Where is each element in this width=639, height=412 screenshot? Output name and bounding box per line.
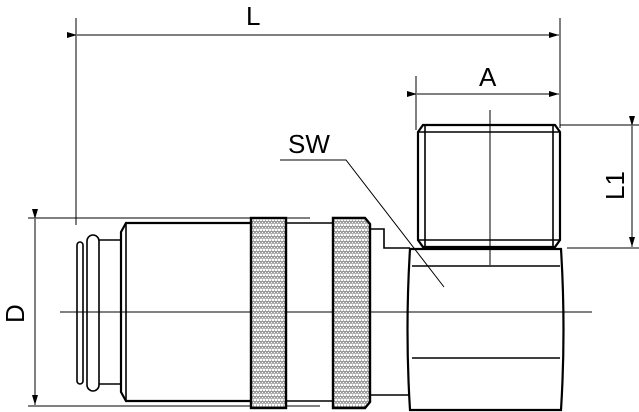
step-connector bbox=[370, 228, 410, 396]
label-L: L bbox=[246, 1, 260, 31]
o-ring bbox=[86, 234, 100, 392]
leader-line-SW bbox=[280, 159, 445, 288]
knurl-area-1 bbox=[249, 216, 288, 410]
male-thread bbox=[416, 123, 562, 249]
hex-outline bbox=[406, 247, 565, 412]
knurl-area-2 bbox=[331, 216, 372, 410]
label-A: A bbox=[479, 62, 497, 92]
label-L1: L1 bbox=[600, 171, 630, 200]
knurled-sleeve-2 bbox=[331, 216, 372, 410]
hex-elbow bbox=[406, 247, 565, 412]
step-top bbox=[370, 228, 410, 249]
dimension-SW: SW bbox=[280, 129, 445, 288]
thread-outline bbox=[416, 123, 562, 249]
label-SW: SW bbox=[288, 129, 330, 159]
plug-nose bbox=[76, 234, 121, 392]
dimension-A: A bbox=[407, 62, 559, 130]
knurled-sleeve-1 bbox=[249, 216, 288, 410]
label-D: D bbox=[0, 304, 30, 323]
dimension-L1: L1 bbox=[560, 116, 639, 249]
dimension-L: L bbox=[67, 1, 561, 225]
nose-tip bbox=[76, 241, 84, 385]
